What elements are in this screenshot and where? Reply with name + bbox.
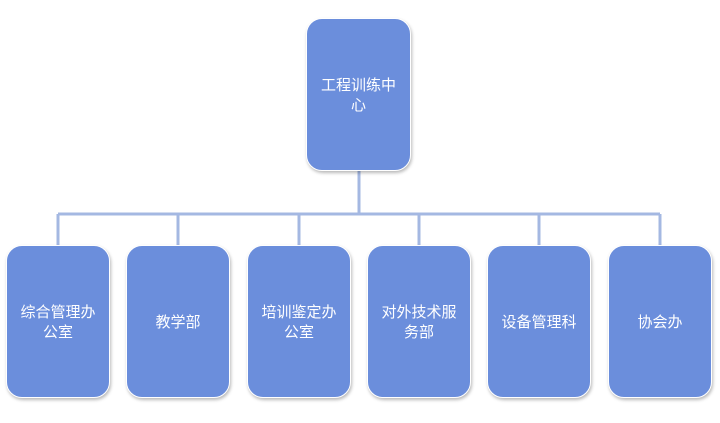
root-node-label: 工程训练中心: [320, 75, 396, 114]
node-general-office-label: 综合管理办公室: [20, 302, 96, 341]
root-node: 工程训练中心: [306, 18, 411, 171]
node-association: 协会办: [608, 245, 712, 398]
node-equipment: 设备管理科: [487, 245, 591, 398]
node-equipment-label: 设备管理科: [501, 312, 577, 331]
node-tech-service-label: 对外技术服务部: [381, 302, 457, 341]
node-training-label: 培训鉴定办公室: [261, 302, 337, 341]
node-training: 培训鉴定办公室: [247, 245, 351, 398]
node-tech-service: 对外技术服务部: [367, 245, 471, 398]
node-teaching-label: 教学部: [155, 312, 201, 331]
node-association-label: 协会办: [637, 312, 683, 331]
node-teaching: 教学部: [126, 245, 230, 398]
node-general-office: 综合管理办公室: [6, 245, 110, 398]
